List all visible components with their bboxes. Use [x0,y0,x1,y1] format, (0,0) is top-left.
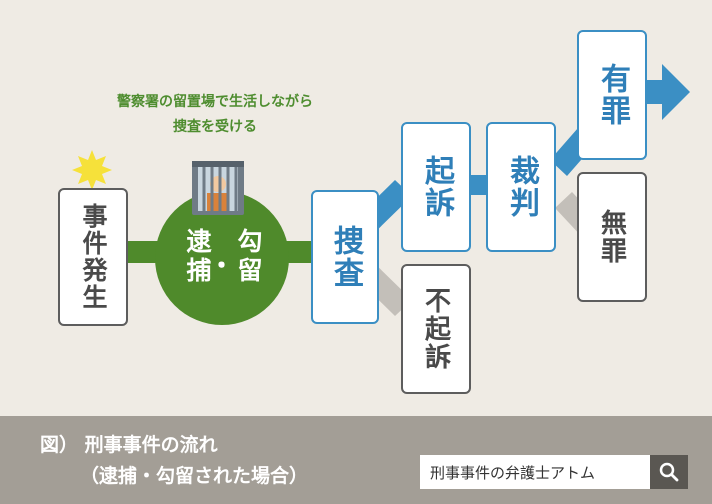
arrow-right-icon [645,64,690,120]
search-input[interactable]: 刑事事件の弁護士アトム [420,455,650,489]
node-indictment-label: 起訴 [419,155,454,219]
caption-line-1: 図） 刑事事件の流れ [40,434,218,456]
arrest-dot: ・ [209,251,235,280]
node-not-guilty: 無罪 [577,172,647,302]
arrest-left-label: 逮捕 [183,228,212,286]
node-non-indictment-label: 不起訴 [420,287,451,371]
starburst-icon [72,150,112,190]
note-line-2: 捜査を受ける [173,119,257,135]
node-incident-label: 事件発生 [79,203,108,311]
node-investigation-label: 捜査 [328,225,363,289]
node-trial: 裁判 [486,122,556,252]
search-label: 刑事事件の弁護士アトム [430,463,596,482]
search-icon [659,462,679,482]
node-non-indictment: 不起訴 [401,264,471,394]
node-investigation: 捜査 [311,190,379,324]
arrest-right-label: 勾留 [234,228,263,286]
note-text: 警察署の留置場で生活しながら 捜査を受ける [70,90,360,140]
node-indictment: 起訴 [401,122,471,252]
figure-caption: 図） 刑事事件の流れ （逮捕・勾留された場合） [40,430,308,492]
node-guilty-label: 有罪 [595,63,630,127]
node-trial-label: 裁判 [504,155,539,219]
search-button[interactable] [650,455,688,489]
node-guilty: 有罪 [577,30,647,160]
caption-line-2: （逮捕・勾留された場合） [80,465,309,487]
node-incident: 事件発生 [58,188,128,326]
arrest-circle [155,191,289,325]
jail-person-icon [192,161,244,215]
note-line-1: 警察署の留置場で生活しながら [117,94,313,110]
node-not-guilty-label: 無罪 [596,209,627,265]
blue-connector-trial [468,175,490,195]
